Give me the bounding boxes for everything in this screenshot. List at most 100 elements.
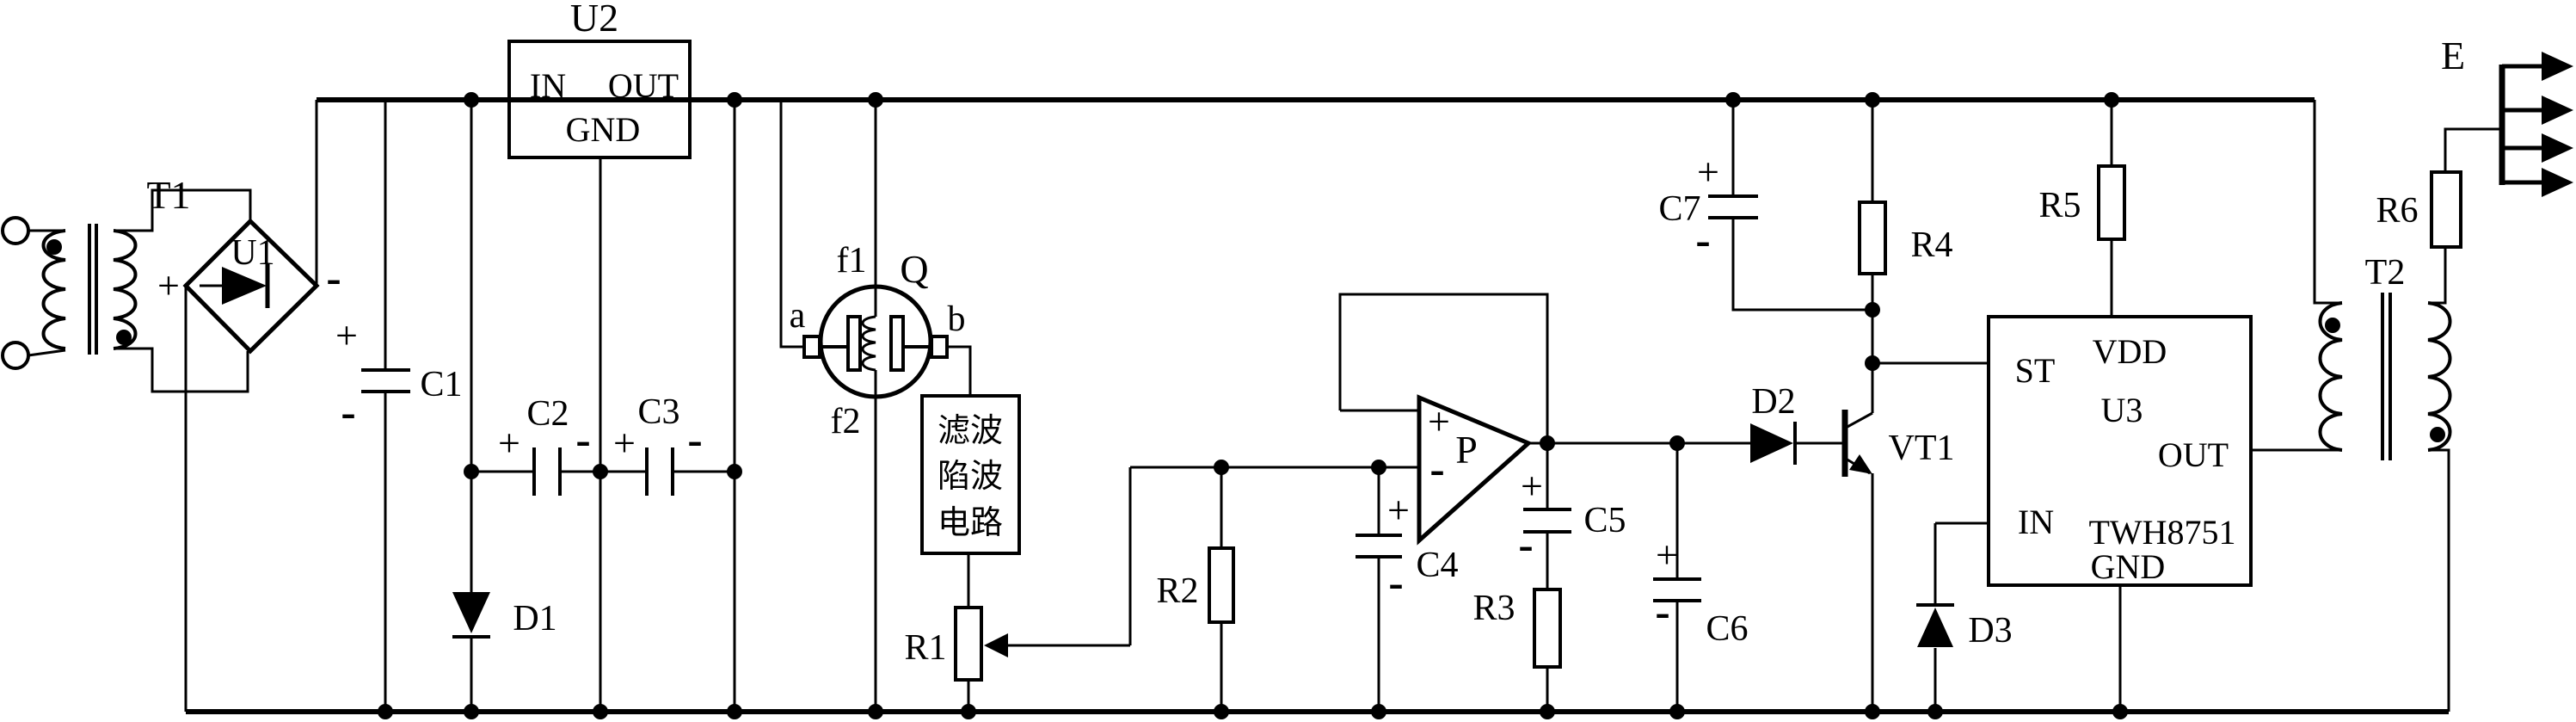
t2-primary-coil-icon (2318, 301, 2343, 452)
u2-pin-gnd: GND (566, 110, 641, 149)
q-left-plate-icon (846, 315, 862, 372)
c6-plus-mark: + (1656, 533, 1678, 577)
junction-dot (727, 92, 742, 108)
label-c2: C2 (526, 394, 569, 434)
u2-pin-in: IN (530, 66, 566, 105)
wire (779, 100, 804, 349)
t2-transformer: T2 (2313, 100, 2452, 712)
t1-polarity-dot (116, 330, 132, 345)
input-terminal-top-icon (1, 216, 30, 245)
res-r3: R3 (1472, 588, 1562, 712)
junction-dot (1214, 704, 1229, 719)
label-r4: R4 (1910, 225, 1952, 265)
r3-body-icon (1533, 588, 1562, 669)
opamp-p: + - P (1338, 293, 1750, 546)
opamp-plus-mark: + (1428, 399, 1450, 443)
label-d3: D3 (1968, 611, 2012, 651)
bridge-rectifier-u1: U1 + - (157, 100, 341, 712)
label-r6: R6 (2376, 191, 2418, 231)
filter-box-line1: 滤波 (938, 413, 1003, 449)
q-coil-icon (861, 315, 876, 372)
junction-dot (868, 704, 883, 719)
t1-core-icon (88, 224, 98, 355)
wire (2313, 100, 2342, 305)
junction-dot (464, 464, 479, 479)
junction-dot (593, 704, 608, 719)
q-right-plate-icon (889, 315, 905, 372)
label-e: E (2441, 34, 2465, 77)
emitter-arrow-icon (2542, 52, 2573, 81)
c2-minus-mark: - (575, 416, 590, 465)
diode-d1: D1 (452, 100, 557, 712)
bridge-diode-icon (222, 267, 267, 305)
ic-u3: ST VDD U3 OUT IN TWH8751 GND (1872, 315, 2342, 712)
emitter-e: E (2441, 34, 2573, 197)
r4-body-icon (1858, 201, 1887, 275)
d3-diode-icon (1917, 608, 1953, 647)
c3-plus-mark: + (613, 421, 636, 465)
label-c3: C3 (637, 392, 679, 432)
t1-secondary-coil-icon (113, 229, 138, 350)
q-terminal-a-icon (802, 335, 821, 359)
c1-minus-mark: - (341, 388, 355, 437)
filter-box-line3: 电路 (938, 505, 1003, 541)
junction-dot (868, 92, 883, 108)
label-r5: R5 (2038, 186, 2081, 225)
wire (1731, 100, 1872, 312)
d2-diode-icon (1750, 423, 1793, 463)
wire (1008, 467, 1132, 647)
c1-plus-mark: + (335, 313, 358, 357)
junction-dot (1865, 302, 1880, 318)
res-r4: R4 (1858, 100, 1953, 363)
emitter-arrow-icon (2542, 133, 2573, 163)
wire (28, 349, 66, 357)
label-q: Q (900, 247, 928, 291)
filter-notch-block: 滤波 陷波 电路 (920, 394, 1021, 555)
junction-dot (1371, 704, 1386, 719)
c3-plates-icon (645, 447, 674, 496)
c7-plus-mark: + (1697, 150, 1719, 194)
u3-pin-gnd: GND (2091, 547, 2166, 586)
label-r2: R2 (1156, 571, 1198, 611)
r1-body-icon (954, 606, 983, 682)
label-c1: C1 (420, 365, 462, 404)
junction-dots (378, 92, 2128, 719)
c7-minus-mark: - (1695, 216, 1710, 265)
c2-plus-mark: + (498, 421, 520, 465)
junction-dot (1669, 435, 1685, 451)
wire (2444, 127, 2499, 172)
t1-polarity-dot (46, 239, 62, 255)
diode-d2: D2 (1750, 382, 1845, 465)
c6-minus-mark: - (1655, 588, 1669, 637)
q-terminal-b-icon (930, 335, 949, 359)
label-t1: T1 (146, 173, 190, 217)
junction-dot (464, 704, 479, 719)
u3-pin-st: ST (2015, 351, 2056, 390)
junction-dot (1865, 355, 1880, 371)
label-p: P (1455, 428, 1478, 472)
label-d2: D2 (1751, 382, 1795, 422)
label-r3: R3 (1472, 589, 1515, 628)
q-terminal-f2-label: f2 (831, 402, 861, 441)
t1-primary-coil-icon (41, 229, 66, 350)
c7-plates-icon (1708, 194, 1758, 219)
vt1-emitter (1845, 457, 1874, 712)
pot-r1: R1 (904, 467, 1132, 712)
transistor-vt1: VT1 (1841, 363, 1955, 712)
label-d1: D1 (513, 599, 556, 639)
label-u2: U2 (570, 0, 618, 40)
emitter-arrow-icon (2542, 96, 2573, 125)
opamp-minus-mark: - (1429, 445, 1444, 494)
res-r2: R2 (1130, 466, 1419, 712)
junction-dot (961, 704, 976, 719)
junction-dot (1540, 704, 1555, 719)
u3-part-number: TWH8751 (2088, 513, 2235, 552)
label-vt1: VT1 (1889, 429, 1955, 468)
bridge-plus-mark: + (157, 263, 180, 307)
res-r5: R5 (2038, 100, 2126, 317)
label-c7: C7 (1658, 189, 1700, 229)
label-c4: C4 (1416, 546, 1458, 585)
t2-polarity-dot (2430, 427, 2445, 442)
c3-minus-mark: - (687, 416, 702, 465)
